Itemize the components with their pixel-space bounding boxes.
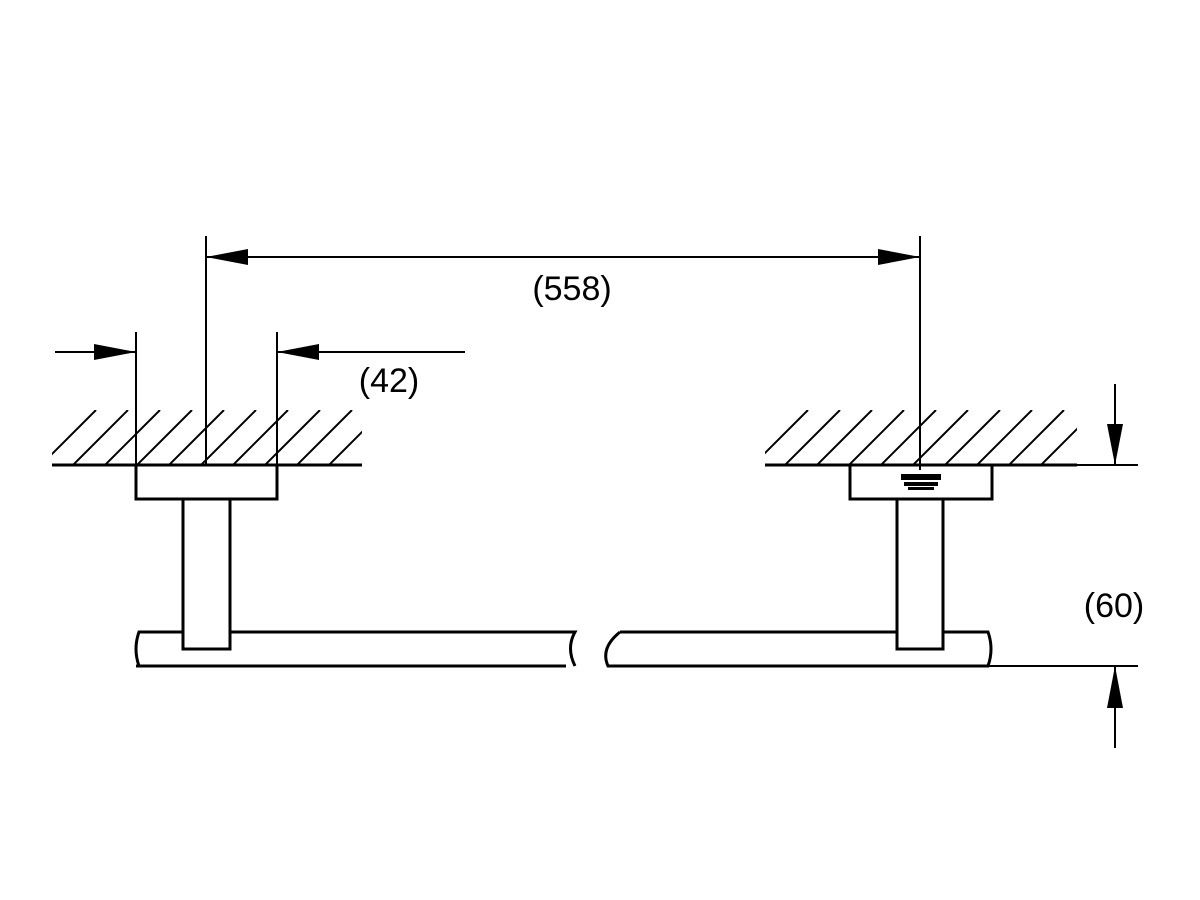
- left-wall-hatch: [52, 410, 362, 465]
- flange-arrow-right: [277, 344, 319, 360]
- towel-bar-left-section: [134, 630, 578, 668]
- projection-arrow-bottom: [1107, 666, 1123, 708]
- left-support-post: [181, 497, 232, 651]
- flange-width-dimension: (42): [55, 332, 465, 465]
- left-mounting-flange: [134, 463, 279, 501]
- spacing-arrow-left: [206, 249, 248, 265]
- flange-width-label: (42): [359, 362, 419, 400]
- projection-dimension: (60): [988, 384, 1144, 748]
- projection-arrow-top: [1107, 424, 1123, 465]
- brand-logo-mark: [901, 474, 941, 490]
- flange-arrow-left: [94, 344, 136, 360]
- projection-dimension-label: (60): [1084, 587, 1144, 625]
- spacing-dimension: (558): [205, 236, 921, 470]
- right-wall-hatch: [765, 410, 1077, 465]
- spacing-arrow-right: [878, 249, 920, 265]
- right-support-post: [895, 497, 945, 651]
- spacing-dimension-label: (558): [532, 270, 611, 308]
